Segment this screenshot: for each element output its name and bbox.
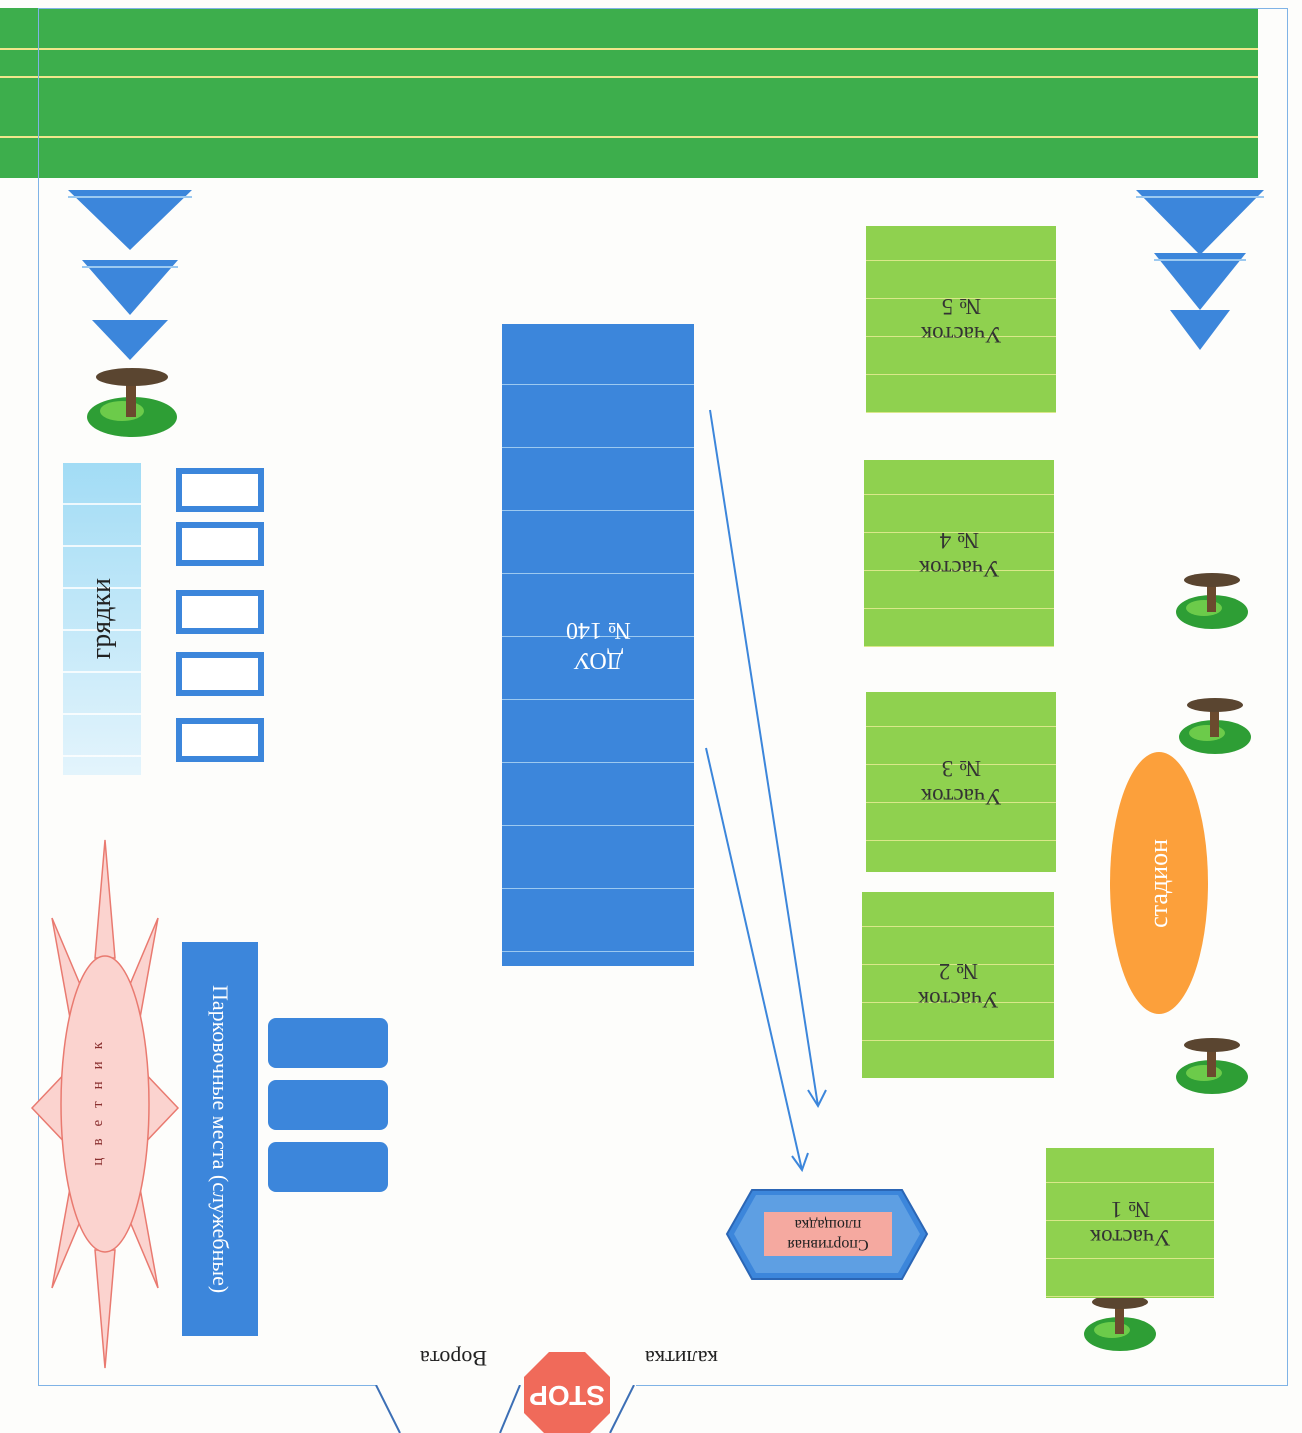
bed-block <box>176 468 264 512</box>
plot-5: Участок № 5 <box>866 226 1056 413</box>
entrance-lines <box>375 1385 635 1433</box>
path-arrow-1 <box>709 409 819 1107</box>
plot-4-label: Участок № 4 <box>918 527 1000 581</box>
building-name: ДОУ <box>573 647 623 673</box>
main-building-label: ДОУ № 140 <box>566 615 631 675</box>
arrow-right-1 <box>1136 190 1264 255</box>
garden-beds-label: грядки <box>86 578 117 660</box>
stadium: стадион <box>1110 752 1208 1014</box>
arrow-right-3 <box>1170 310 1230 350</box>
plot-5-label: Участок № 5 <box>920 293 1002 347</box>
site-boundary-bottom-left <box>38 1385 376 1386</box>
garden-beds: грядки <box>63 463 141 775</box>
tree-icon <box>1179 698 1251 754</box>
bed-block <box>176 652 264 696</box>
wicket-label: калитка <box>645 1346 718 1371</box>
stadium-label: стадион <box>1144 838 1173 928</box>
stop-sign-icon: STOP <box>524 1352 610 1433</box>
gate-label: Ворота <box>420 1346 488 1371</box>
parking-area: Парковочные места (служебные) <box>182 942 258 1336</box>
plot-1-label: Участок № 1 <box>1089 1197 1171 1250</box>
parking-space <box>268 1080 388 1130</box>
plot-4: Участок № 4 <box>864 460 1054 647</box>
parking-space <box>268 1142 388 1192</box>
arrow-right-2 <box>1154 253 1246 310</box>
path-arrows <box>705 409 827 1173</box>
arrow-left-2 <box>82 260 178 315</box>
tree-icon <box>1176 573 1248 629</box>
plot-1: Участок № 1 <box>1046 1148 1214 1298</box>
tree-icon <box>1176 1038 1248 1094</box>
path-arrow-2 <box>705 747 803 1171</box>
stop-sign-label: STOP <box>529 1380 605 1411</box>
site-boundary-bottom-right <box>636 1385 1288 1386</box>
road-band <box>0 8 1258 178</box>
bed-block <box>176 718 264 762</box>
building-number: № 140 <box>565 617 631 643</box>
parking-space <box>268 1018 388 1068</box>
site-boundary <box>38 8 1288 1386</box>
arrow-left-1 <box>68 190 192 250</box>
sports-ground: Спортивная площадка <box>724 1187 930 1282</box>
tree-icon <box>87 368 177 437</box>
bed-block <box>176 590 264 634</box>
parking-label: Парковочные места (служебные) <box>208 984 233 1294</box>
plot-3-label: Участок № 3 <box>920 756 1002 809</box>
tree-icon <box>1084 1295 1156 1351</box>
crossing-arrows-right <box>1136 190 1264 350</box>
bed-block <box>176 522 264 566</box>
flower-bed-label: цветник <box>90 1030 106 1166</box>
main-building: ДОУ № 140 <box>502 324 694 966</box>
flower-bed <box>30 839 180 1369</box>
sports-ground-label: Спортивная площадка <box>764 1212 892 1256</box>
plot-2-label: Участок № 2 <box>917 959 999 1012</box>
plot-2: Участок № 2 <box>862 892 1054 1078</box>
arrow-left-3 <box>92 320 168 360</box>
crossing-arrows-left <box>68 190 192 360</box>
plot-3: Участок № 3 <box>866 692 1056 872</box>
